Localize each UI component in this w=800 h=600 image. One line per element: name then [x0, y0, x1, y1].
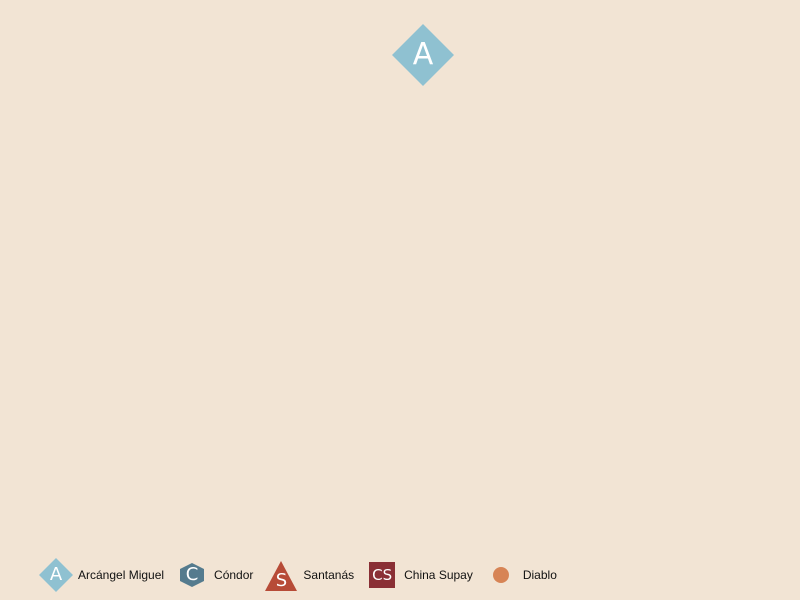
- diamond-icon: A: [38, 557, 74, 593]
- legend-item-arcangel-miguel[interactable]: A Arcángel Miguel: [38, 557, 164, 593]
- legend-symbol-letter: CS: [372, 566, 393, 584]
- legend: A Arcángel Miguel C Cóndor S Santanás CS…: [38, 555, 567, 595]
- legend-label: China Supay: [404, 568, 473, 582]
- legend-item-diablo[interactable]: Diablo: [483, 557, 557, 593]
- legend-symbol-letter: C: [185, 564, 199, 585]
- legend-label: Diablo: [522, 568, 557, 582]
- legend-label: Arcángel Miguel: [78, 568, 165, 582]
- legend-symbol-letter: A: [49, 564, 63, 585]
- legend-symbol-letter: S: [275, 570, 288, 591]
- diamond-shape: [392, 24, 454, 86]
- legend-item-condor[interactable]: C Cóndor: [174, 557, 253, 593]
- hexagon-icon: C: [174, 557, 210, 593]
- square-icon: CS: [364, 557, 400, 593]
- circle-icon: [483, 557, 519, 593]
- legend-item-santanas[interactable]: S Santanás: [263, 557, 354, 593]
- node-letter: A: [412, 37, 434, 72]
- legend-item-china-supay[interactable]: CS China Supay: [364, 557, 473, 593]
- node-arcangel-miguel[interactable]: A: [392, 24, 454, 86]
- legend-label: Santanás: [303, 568, 355, 582]
- legend-label: Cóndor: [214, 568, 254, 582]
- triangle-icon: S: [263, 557, 299, 593]
